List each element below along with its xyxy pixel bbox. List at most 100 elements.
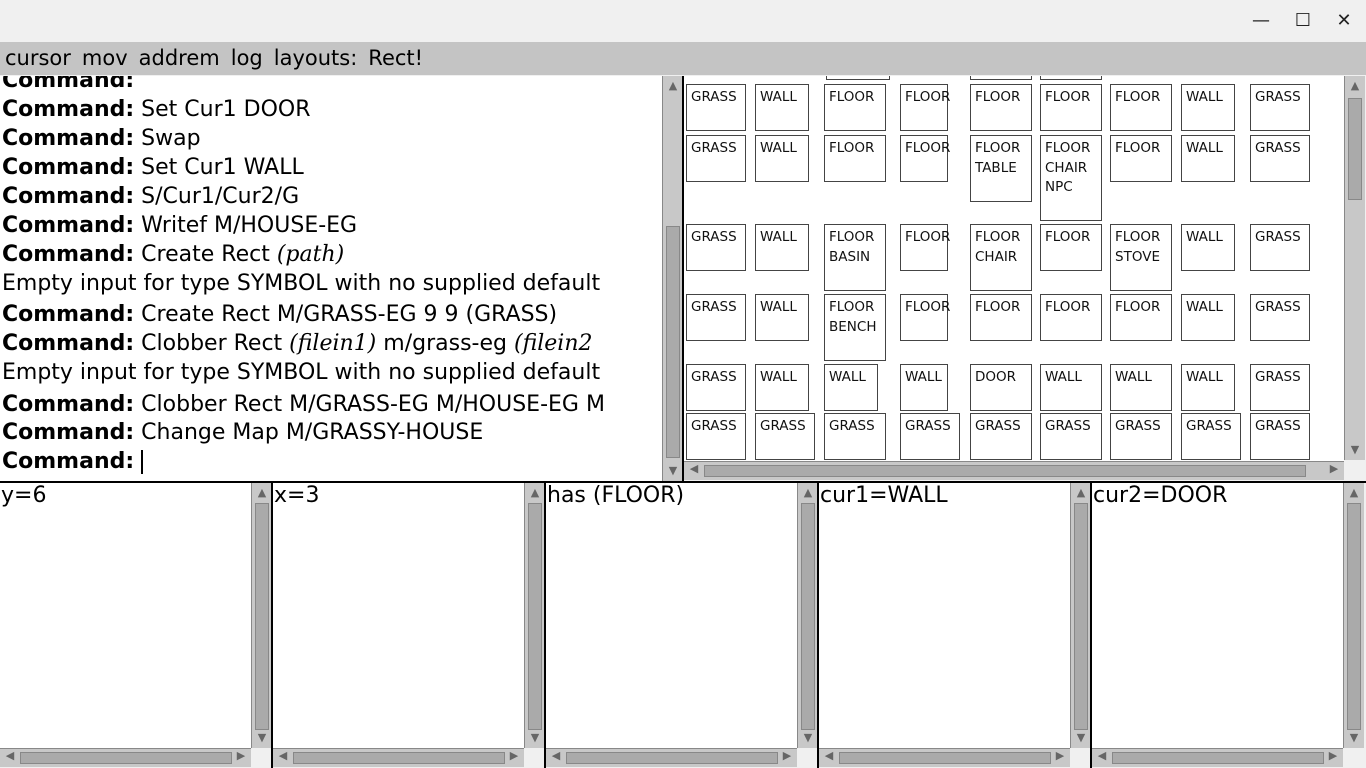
scrollbar-thumb[interactable] [1347, 503, 1361, 730]
cur1-pane[interactable]: cur1=WALL [819, 483, 1070, 748]
map-cell[interactable]: FLOOR [970, 84, 1032, 131]
menu-item-addrem[interactable]: addrem [138, 46, 220, 70]
console-vertical-scrollbar[interactable]: ▲ ▼ [662, 76, 683, 481]
scroll-up-arrow-icon[interactable]: ▲ [803, 486, 813, 499]
scroll-down-arrow-icon[interactable]: ▼ [803, 731, 813, 744]
map-cell[interactable]: GRASS [686, 84, 746, 131]
map-cell[interactable]: FLOOR [970, 294, 1032, 341]
has-pane-vertical-scrollbar[interactable]: ▲▼ [797, 483, 818, 748]
map-cell[interactable]: GRASS [686, 413, 746, 460]
map-cell[interactable]: FLOOR [1040, 224, 1102, 271]
map-cell[interactable]: FLOOR BASIN [824, 224, 886, 291]
grid-vertical-scrollbar[interactable]: ▲ ▼ [1344, 76, 1365, 460]
map-cell[interactable]: GRASS [755, 413, 815, 460]
map-cell[interactable]: GRASS [970, 413, 1032, 460]
menu-item-log[interactable]: log [230, 46, 263, 70]
scroll-left-arrow-icon[interactable]: ◀ [278, 749, 288, 762]
scroll-right-arrow-icon[interactable]: ▶ [1329, 462, 1339, 475]
map-cell[interactable]: GRASS [1250, 224, 1310, 271]
x-pane-vertical-scrollbar[interactable]: ▲▼ [524, 483, 545, 748]
map-cell[interactable]: FLOOR [1110, 294, 1172, 341]
scrollbar-thumb[interactable] [293, 752, 505, 764]
map-cell[interactable]: FLOOR [900, 294, 950, 341]
map-cell[interactable]: GRASS [686, 294, 746, 341]
scroll-left-arrow-icon[interactable]: ◀ [5, 749, 15, 762]
scroll-up-arrow-icon[interactable]: ▲ [1350, 79, 1360, 92]
cur2-pane-vertical-scrollbar[interactable]: ▲▼ [1343, 483, 1364, 748]
map-cell[interactable]: GRASS [1250, 413, 1310, 460]
map-cell[interactable]: WALL [900, 364, 948, 411]
map-cell[interactable]: FLOOR [900, 224, 950, 271]
map-cell[interactable]: FLOOR [824, 135, 886, 182]
has-pane[interactable]: has (FLOOR) [546, 483, 797, 748]
map-cell[interactable]: WALL [1181, 364, 1235, 411]
minimize-icon[interactable]: — [1252, 10, 1270, 31]
scroll-down-arrow-icon[interactable]: ▼ [1349, 731, 1359, 744]
scroll-down-arrow-icon[interactable]: ▼ [1076, 731, 1086, 744]
map-cell[interactable]: FLOOR [1110, 84, 1172, 131]
map-cell[interactable]: WALL [755, 364, 809, 411]
scrollbar-thumb[interactable] [566, 752, 778, 764]
map-cell[interactable]: FLOOR TABLE [970, 135, 1032, 202]
scrollbar-thumb[interactable] [20, 752, 232, 764]
map-cell[interactable] [970, 76, 1032, 80]
map-cell[interactable]: GRASS [900, 413, 960, 460]
maximize-icon[interactable]: ☐ [1294, 10, 1312, 31]
map-cell[interactable]: FLOOR [1040, 294, 1102, 341]
map-cell[interactable]: WALL [755, 135, 809, 182]
map-cell[interactable]: WALL [1181, 294, 1235, 341]
map-cell[interactable]: GRASS [686, 224, 746, 271]
map-cell[interactable]: WALL [1181, 224, 1235, 271]
map-cell[interactable]: FLOOR [1040, 84, 1102, 131]
scrollbar-thumb[interactable] [1348, 98, 1362, 200]
map-cell[interactable]: WALL [1040, 364, 1102, 411]
scroll-right-arrow-icon[interactable]: ▶ [236, 749, 246, 762]
map-cell[interactable]: FLOOR BENCH [824, 294, 886, 361]
menu-item-mov[interactable]: mov [81, 46, 128, 70]
scrollbar-thumb[interactable] [839, 752, 1051, 764]
scroll-up-arrow-icon[interactable]: ▲ [1076, 486, 1086, 499]
cur2-pane-horizontal-scrollbar[interactable]: ◀▶ [1092, 748, 1343, 767]
map-cell[interactable]: GRASS [1181, 413, 1241, 460]
close-icon[interactable]: ✕ [1336, 10, 1352, 31]
scroll-left-arrow-icon[interactable]: ◀ [689, 462, 699, 475]
map-cell[interactable]: GRASS [1250, 135, 1310, 182]
map-cell[interactable] [1040, 76, 1102, 80]
scroll-right-arrow-icon[interactable]: ▶ [509, 749, 519, 762]
map-cell[interactable]: GRASS [686, 364, 746, 411]
map-cell[interactable]: WALL [1181, 135, 1235, 182]
map-cell[interactable]: GRASS [824, 413, 886, 460]
map-cell[interactable]: FLOOR [1110, 135, 1172, 182]
scroll-up-arrow-icon[interactable]: ▲ [1349, 486, 1359, 499]
scrollbar-thumb[interactable] [255, 503, 269, 730]
scrollbar-thumb[interactable] [1074, 503, 1088, 730]
x-pane-horizontal-scrollbar[interactable]: ◀▶ [273, 748, 524, 767]
y-pane-horizontal-scrollbar[interactable]: ◀▶ [0, 748, 251, 767]
scroll-up-arrow-icon[interactable]: ▲ [668, 79, 678, 92]
scroll-right-arrow-icon[interactable]: ▶ [1055, 749, 1065, 762]
y-pane-vertical-scrollbar[interactable]: ▲▼ [251, 483, 272, 748]
scrollbar-thumb[interactable] [528, 503, 542, 730]
map-cell[interactable]: FLOOR [824, 84, 886, 131]
cur1-pane-vertical-scrollbar[interactable]: ▲▼ [1070, 483, 1091, 748]
map-cell[interactable]: FLOOR STOVE [1110, 224, 1172, 291]
scroll-right-arrow-icon[interactable]: ▶ [1328, 749, 1338, 762]
cur1-pane-horizontal-scrollbar[interactable]: ◀▶ [819, 748, 1070, 767]
map-cell[interactable]: GRASS [1250, 364, 1310, 411]
map-cell[interactable]: WALL [1110, 364, 1172, 411]
has-pane-horizontal-scrollbar[interactable]: ◀▶ [546, 748, 797, 767]
scroll-down-arrow-icon[interactable]: ▼ [1350, 443, 1360, 456]
map-cell[interactable]: WALL [755, 224, 809, 271]
scrollbar-thumb[interactable] [666, 226, 680, 458]
map-cell[interactable]: WALL [1181, 84, 1235, 131]
map-cell[interactable]: FLOOR [900, 135, 950, 182]
scrollbar-thumb[interactable] [1112, 752, 1324, 764]
scroll-down-arrow-icon[interactable]: ▼ [257, 731, 267, 744]
scrollbar-thumb[interactable] [704, 465, 1306, 477]
scrollbar-thumb[interactable] [801, 503, 815, 730]
map-cell[interactable]: WALL [755, 294, 809, 341]
scroll-down-arrow-icon[interactable]: ▼ [530, 731, 540, 744]
map-cell[interactable]: WALL [824, 364, 878, 411]
scroll-left-arrow-icon[interactable]: ◀ [824, 749, 834, 762]
y-pane[interactable]: y=6 [0, 483, 251, 748]
